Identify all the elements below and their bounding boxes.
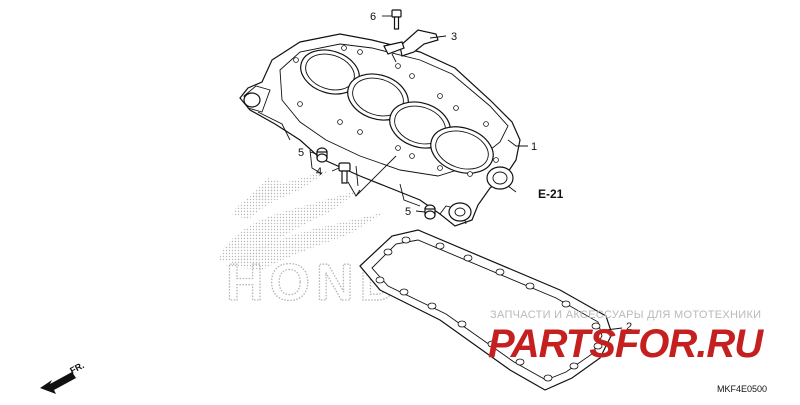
leader-lines — [309, 15, 623, 331]
gasket-part-2 — [359, 229, 613, 391]
dowel-part-5-upper — [316, 147, 328, 163]
diagram-code: MKF4E0500 — [717, 384, 767, 394]
callout-5-lower: 5 — [405, 206, 411, 218]
callout-5-upper: 5 — [298, 147, 304, 159]
watermark-tagline: ЗАПЧАСТИ И АКСЕССУАРЫ ДЛЯ МОТОТЕХНИКИ — [490, 309, 761, 321]
callout-2: 2 — [626, 321, 632, 333]
cylinder-block — [239, 33, 521, 227]
reference-label-e21: E-21 — [538, 187, 564, 201]
callout-3: 3 — [451, 31, 457, 43]
bracket-part-3 — [383, 29, 439, 63]
direction-label: FR. — [68, 360, 85, 376]
front-direction-arrow-icon — [40, 372, 76, 394]
bolt-part-6 — [391, 9, 402, 30]
bolt-part-4 — [338, 162, 351, 184]
callout-4: 4 — [316, 166, 322, 178]
dowel-part-5-lower — [424, 204, 436, 220]
callout-1: 1 — [531, 141, 537, 153]
honda-wing-logo — [218, 170, 385, 270]
callout-6: 6 — [370, 11, 376, 23]
watermark-site: PARTSFOR.RU — [488, 322, 764, 366]
